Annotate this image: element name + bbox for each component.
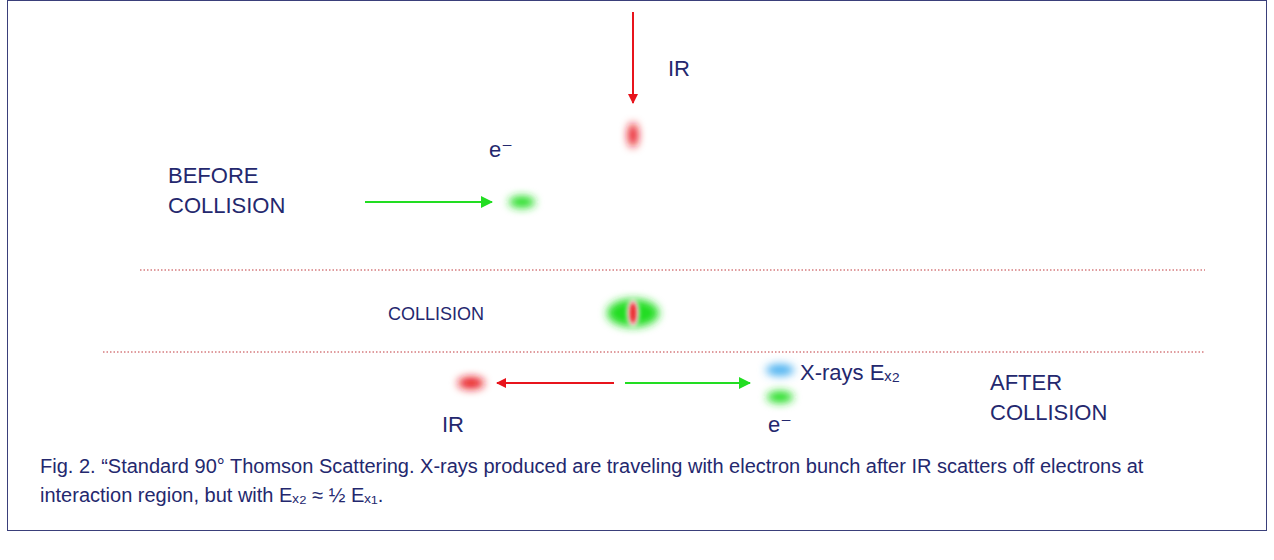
particle-label: e⁻ [489,136,513,164]
electron-bunch [767,391,793,403]
divider [140,270,1205,271]
ir-pulse [458,377,484,389]
electron-bunch [509,196,535,208]
collision-halo [627,299,639,327]
frame [8,1,1267,531]
collision-ir [630,302,637,324]
particle-label: e⁻ [768,411,792,439]
ir-arrow [497,382,614,384]
divider [103,352,1205,353]
collision-bunch [607,299,659,327]
electron-arrow [365,201,492,203]
x-ray-pulse [766,364,794,376]
ir-pulse [628,123,638,147]
electron-arrow [625,382,750,384]
stage-label: AFTER COLLISION [990,368,1107,428]
beam-label: IR [668,55,690,83]
figure-caption: Fig. 2. “Standard 90° Thomson Scattering… [40,452,1240,510]
stage-label: COLLISION [388,300,484,328]
stage-label: BEFORE COLLISION [168,161,285,221]
ir-arrow [632,12,634,103]
x-ray-label: X-rays Eₓ₂ [800,359,900,387]
beam-label: IR [442,411,464,439]
